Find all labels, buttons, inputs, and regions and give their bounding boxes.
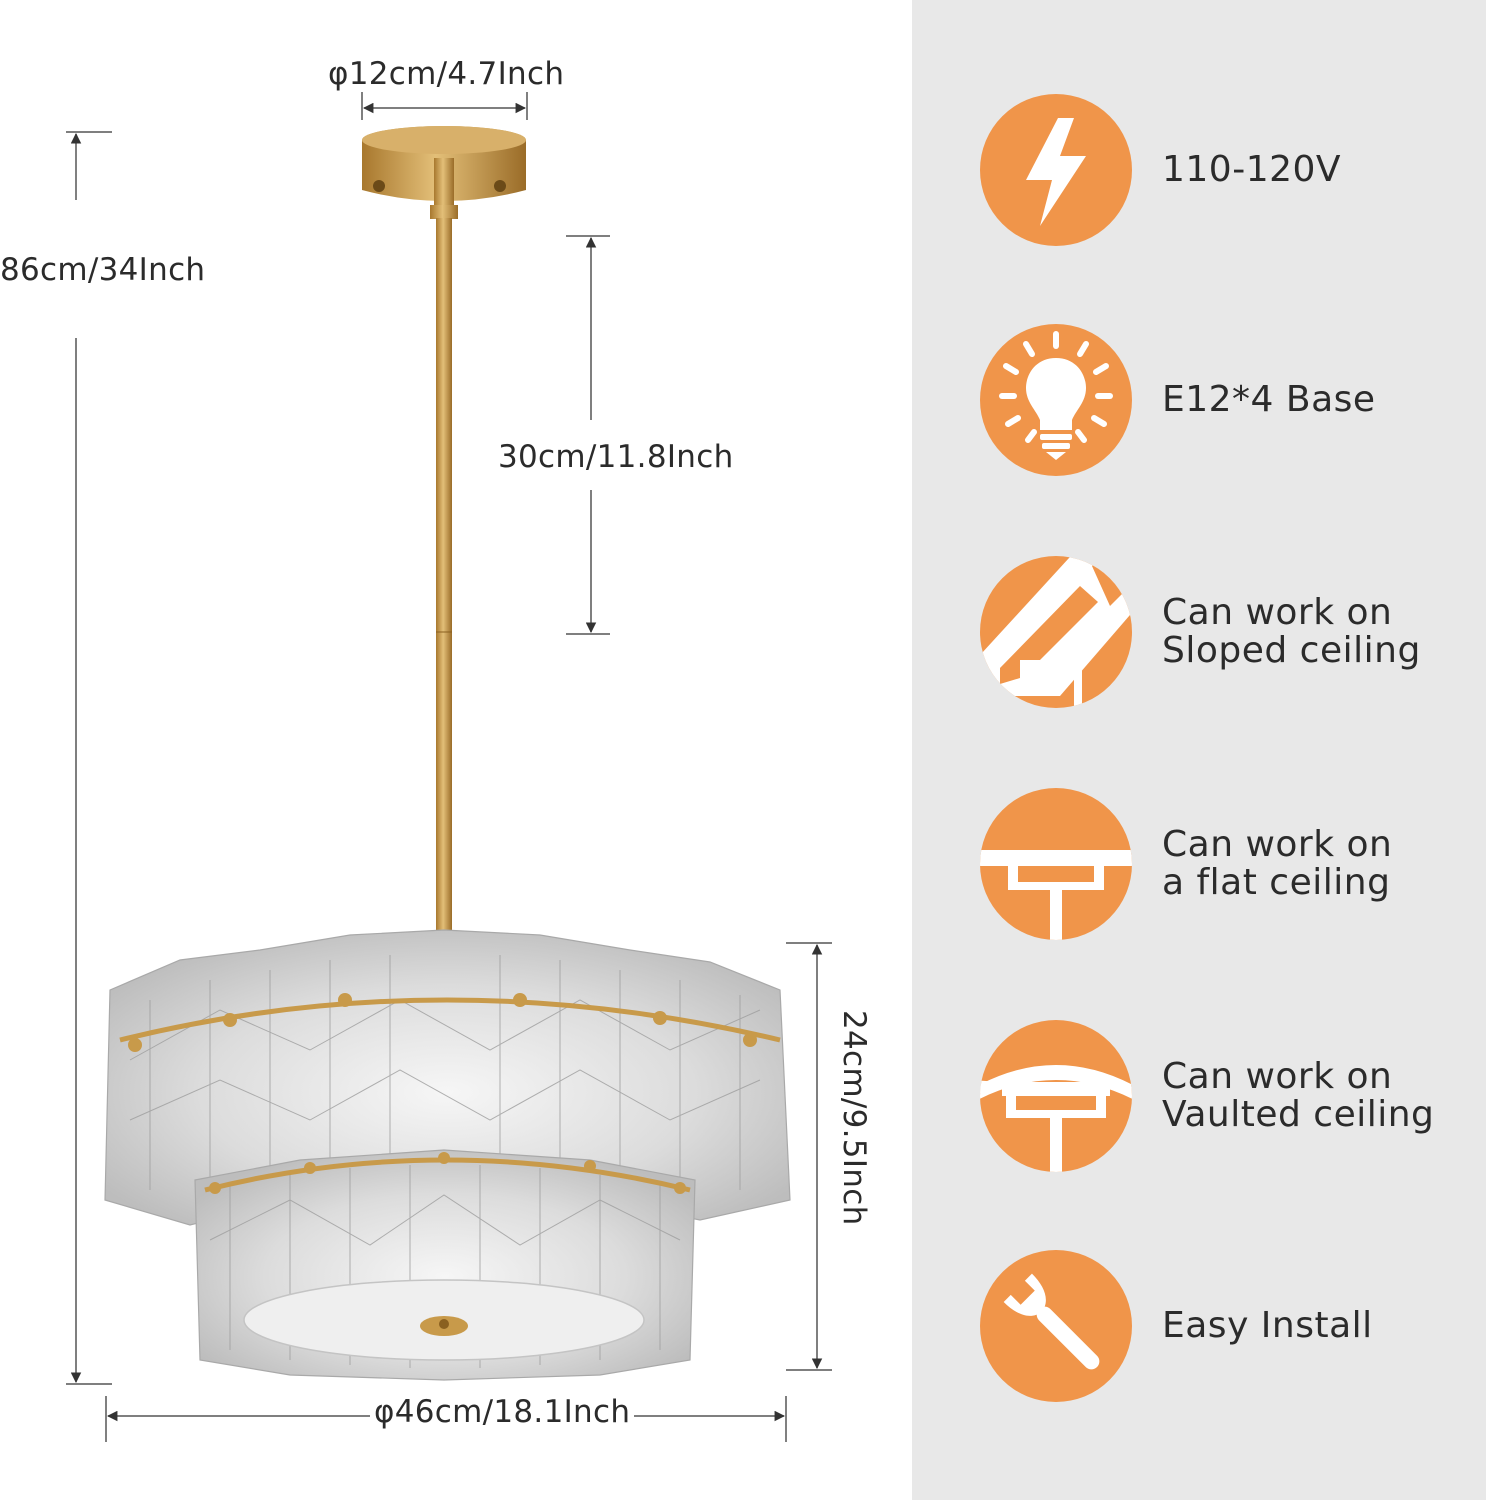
canopy-width-line [361,92,528,120]
lightning-bolt-icon [980,94,1132,246]
total-height-line [66,131,112,1385]
rod-length-line [566,235,610,635]
feature-line2: Vaulted ceiling [1162,1094,1435,1135]
feature-voltage: 110-120V [980,94,1480,246]
rod-length-label: 30cm/11.8Inch [498,439,734,475]
wrench-icon [980,1250,1132,1402]
total-height-label: 86cm/34Inch [0,252,206,288]
features-panel [912,0,1486,1500]
feature-line1: Can work on [1162,1056,1393,1097]
canopy-diameter-label: φ12cm/4.7Inch [328,56,565,92]
dimension-lines [66,92,832,1442]
feature-easy-install: Easy Install [980,1250,1480,1402]
feature-line1: Easy Install [1162,1305,1373,1346]
feature-line1: E12*4 Base [1162,379,1376,420]
feature-line1: Can work on [1162,592,1393,633]
product-image-panel: φ12cm/4.7Inch 86cm/34Inch 30cm/11.8Inch … [0,56,872,1442]
shade-height-label: 24cm/9.5Inch [836,1010,872,1226]
feature-line1: Can work on [1162,824,1393,865]
vaulted-ceiling-icon [980,1020,1132,1172]
light-bulb-icon [980,324,1132,476]
flat-ceiling-icon [980,788,1132,940]
feature-line2: a flat ceiling [1162,862,1391,903]
feature-bulb-base: E12*4 Base [980,324,1480,476]
shade-height-line [786,942,832,1371]
feature-line1: 110-120V [1162,149,1342,190]
shade-diameter-label: φ46cm/18.1Inch [370,1394,635,1430]
chandelier-illustration [104,126,791,1381]
sloped-ceiling-icon [980,556,1132,708]
feature-line2: Sloped ceiling [1162,630,1421,671]
